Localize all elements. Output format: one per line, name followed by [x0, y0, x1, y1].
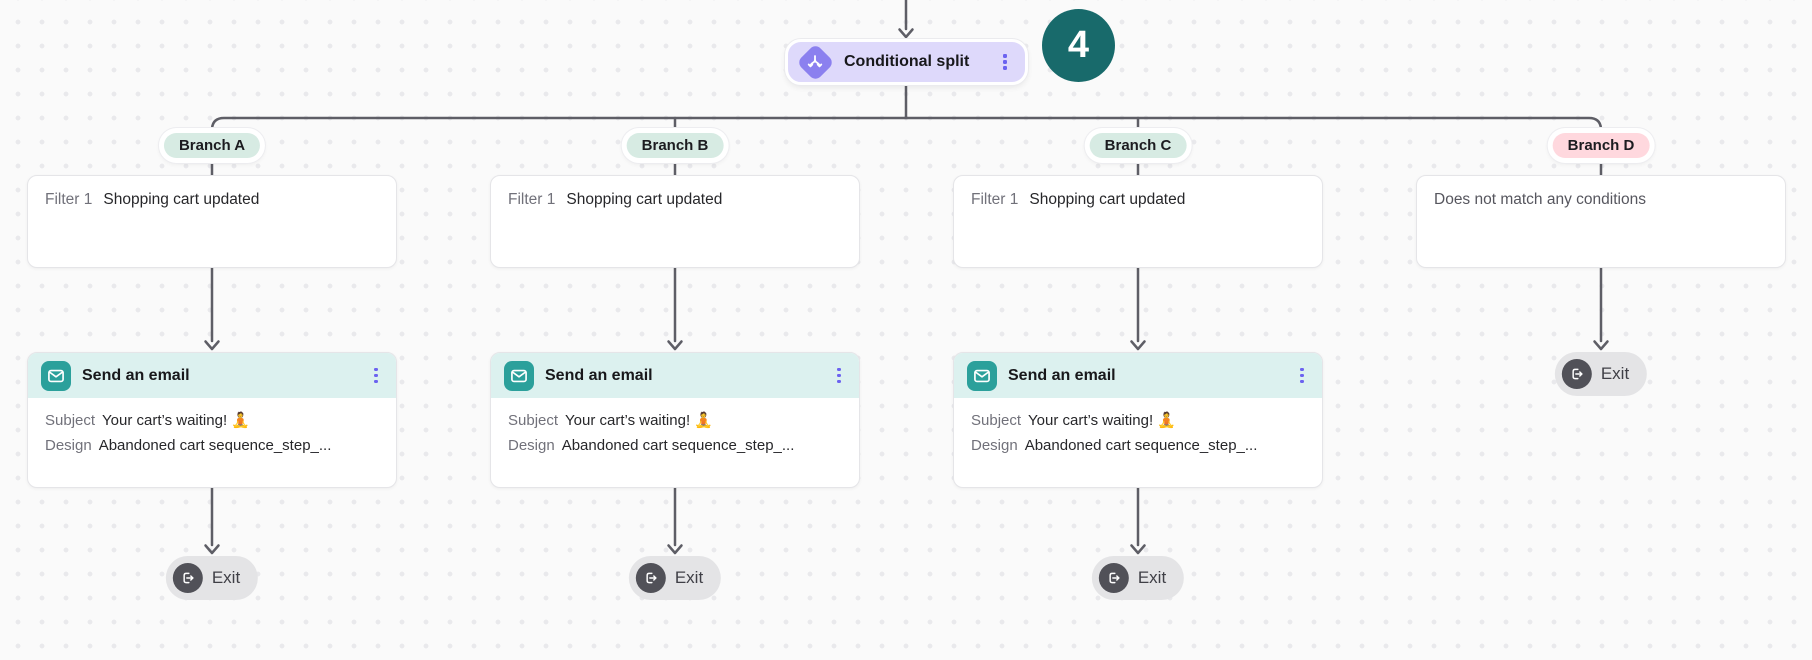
- email-card-header: Send an email: [954, 353, 1322, 398]
- email-subject-row: Subject Your cart’s waiting! 🧘: [508, 408, 842, 433]
- filter-card-branch-b[interactable]: Filter 1 Shopping cart updated: [490, 175, 860, 268]
- email-subject-row: Subject Your cart’s waiting! 🧘: [971, 408, 1305, 433]
- filter-number-label: Filter 1: [508, 191, 556, 208]
- sign-out-icon: [1561, 359, 1592, 389]
- branch-label: Branch A: [163, 133, 261, 158]
- filter-card-branch-d[interactable]: Does not match any conditions: [1416, 175, 1786, 268]
- email-card-title: Send an email: [82, 366, 190, 384]
- design-label: Design: [508, 437, 555, 454]
- email-card-body: Subject Your cart’s waiting! 🧘 Design Aban…: [954, 398, 1322, 468]
- filter-number-label: Filter 1: [971, 191, 1019, 208]
- email-card-branch-a[interactable]: Send an email Subject Your cart’s waiting…: [27, 352, 397, 488]
- filter-card-branch-c[interactable]: Filter 1 Shopping cart updated: [953, 175, 1323, 268]
- branch-b-pill: Branch B: [621, 128, 729, 163]
- branch-c-pill: Branch C: [1084, 128, 1192, 163]
- envelope-icon: [504, 360, 534, 391]
- email-design-row: Design Abandoned cart sequence_step_...: [45, 433, 379, 458]
- exit-node-branch-d: Exit: [1554, 352, 1648, 396]
- branch-count-badge: 4: [1042, 9, 1115, 82]
- filter-condition-text: Shopping cart updated: [566, 191, 723, 208]
- sign-out-icon: [635, 563, 666, 593]
- email-card-title: Send an email: [545, 366, 653, 384]
- subject-value: Your cart’s waiting! 🧘: [565, 412, 713, 429]
- exit-label: Exit: [1600, 364, 1630, 383]
- design-value: Abandoned cart sequence_step_...: [561, 437, 795, 454]
- email-card-body: Subject Your cart’s waiting! 🧘 Design Aban…: [28, 398, 396, 468]
- kebab-menu-icon[interactable]: [831, 364, 847, 388]
- envelope-icon: [41, 360, 71, 391]
- email-card-header: Send an email: [491, 353, 859, 398]
- subject-value: Your cart’s waiting! 🧘: [102, 412, 250, 429]
- exit-node-branch-b: Exit: [628, 556, 722, 600]
- email-design-row: Design Abandoned cart sequence_step_...: [508, 433, 842, 458]
- design-value: Abandoned cart sequence_step_...: [98, 437, 332, 454]
- kebab-menu-icon[interactable]: [997, 50, 1013, 74]
- email-card-body: Subject Your cart’s waiting! 🧘 Design Aban…: [491, 398, 859, 468]
- subject-label: Subject: [45, 412, 96, 429]
- branch-label: Branch C: [1089, 133, 1187, 158]
- split-node-title: Conditional split: [844, 53, 970, 70]
- email-card-title: Send an email: [1008, 366, 1116, 384]
- filter-condition-text: Shopping cart updated: [1029, 191, 1186, 208]
- branch-d-pill: Branch D: [1547, 128, 1655, 163]
- kebab-menu-icon[interactable]: [368, 364, 384, 388]
- exit-label: Exit: [211, 568, 241, 587]
- exit-label: Exit: [674, 568, 704, 587]
- filter-number-label: Filter 1: [45, 191, 93, 208]
- email-card-branch-c[interactable]: Send an email Subject Your cart’s waiting…: [953, 352, 1323, 488]
- exit-label: Exit: [1137, 568, 1167, 587]
- design-label: Design: [971, 437, 1018, 454]
- subject-label: Subject: [508, 412, 559, 429]
- email-subject-row: Subject Your cart’s waiting! 🧘: [45, 408, 379, 433]
- split-arrows-icon: [795, 42, 835, 82]
- conditional-split-node[interactable]: Conditional split: [785, 39, 1028, 85]
- sign-out-icon: [1098, 563, 1129, 593]
- exit-node-branch-a: Exit: [165, 556, 259, 600]
- branch-a-pill: Branch A: [158, 128, 266, 163]
- filter-condition-text: Shopping cart updated: [103, 191, 260, 208]
- design-label: Design: [45, 437, 92, 454]
- exit-node-branch-c: Exit: [1091, 556, 1185, 600]
- subject-label: Subject: [971, 412, 1022, 429]
- filter-card-branch-a[interactable]: Filter 1 Shopping cart updated: [27, 175, 397, 268]
- sign-out-icon: [172, 563, 203, 593]
- kebab-menu-icon[interactable]: [1294, 364, 1310, 388]
- email-design-row: Design Abandoned cart sequence_step_...: [971, 433, 1305, 458]
- email-card-header: Send an email: [28, 353, 396, 398]
- branch-label: Branch B: [626, 133, 724, 158]
- no-match-text: Does not match any conditions: [1434, 191, 1646, 208]
- branch-label: Branch D: [1552, 133, 1650, 158]
- email-card-branch-b[interactable]: Send an email Subject Your cart’s waiting…: [490, 352, 860, 488]
- subject-value: Your cart’s waiting! 🧘: [1028, 412, 1176, 429]
- envelope-icon: [967, 360, 997, 391]
- design-value: Abandoned cart sequence_step_...: [1024, 437, 1258, 454]
